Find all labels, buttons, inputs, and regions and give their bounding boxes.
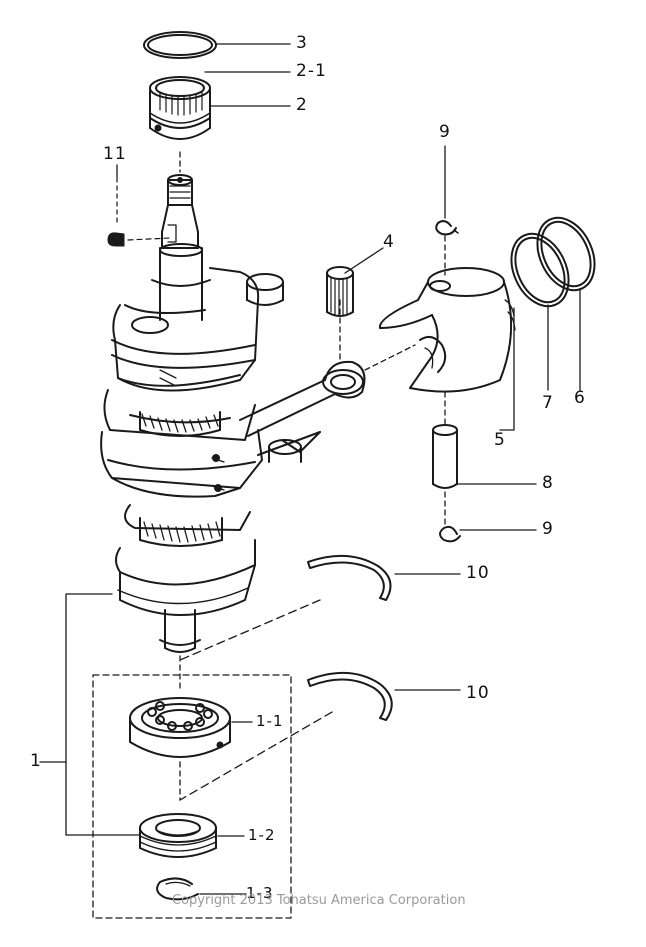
piston-pin-part-8 [432, 424, 458, 489]
callout-9-lower: 9 [542, 519, 554, 539]
snap-ring-part-1-3 [156, 877, 199, 901]
crankshaft [100, 174, 302, 653]
piston-ring-part-6 [536, 216, 596, 292]
callout-4: 4 [383, 232, 395, 252]
callout-7: 7 [542, 393, 554, 413]
connecting-rod [239, 360, 366, 456]
callout-10-lower: 10 [466, 683, 490, 703]
callout-10-upper: 10 [466, 563, 490, 583]
callout-1-2: 1-2 [248, 826, 276, 844]
oil-seal-part-1-2 [139, 813, 217, 858]
key-part-11 [107, 177, 171, 247]
o-ring-part-3 [143, 31, 217, 59]
kit-boundary-box [92, 674, 292, 919]
callout-1-3: 1-3 [246, 884, 274, 902]
thrust-washer-part-10-upper [307, 554, 392, 601]
thrust-washer-part-10-lower [307, 671, 393, 721]
callout-3: 3 [296, 33, 308, 53]
leader-lines [39, 43, 581, 895]
callout-9-upper: 9 [439, 122, 451, 142]
circlip-part-9-upper [435, 220, 459, 236]
bearing-part-2 [149, 76, 211, 140]
callout-1: 1 [30, 751, 42, 771]
callout-1-1: 1-1 [256, 712, 284, 730]
circlip-part-9-lower [439, 525, 461, 543]
callout-2: 2 [296, 95, 308, 115]
piston-ring-part-7 [510, 232, 570, 308]
callout-5: 5 [494, 430, 506, 450]
copyright-watermark: Copyright 2013 Tohatsu America Corporati… [172, 893, 466, 908]
callout-11: 11 [103, 144, 127, 164]
needle-bearing-part-4 [326, 266, 354, 317]
callout-8: 8 [542, 473, 554, 493]
piston-part-5 [378, 267, 516, 393]
callout-2-1: 2-1 [296, 61, 327, 81]
callout-6: 6 [574, 388, 586, 408]
ball-bearing-part-1-1 [129, 697, 231, 758]
